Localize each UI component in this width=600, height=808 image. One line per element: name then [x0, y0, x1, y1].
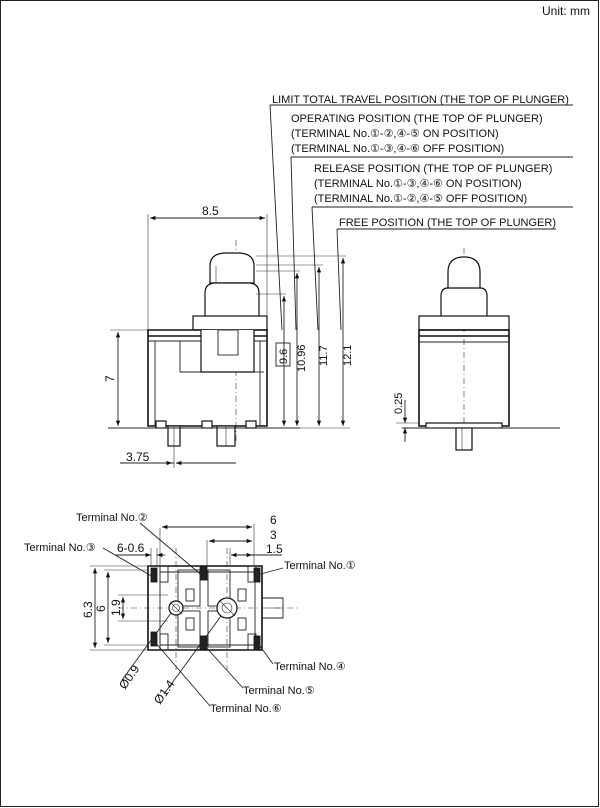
terminal-leaders [102, 522, 284, 707]
dim-pitch-total: 6 [270, 513, 277, 527]
terminal-3-label: Terminal No.③ [24, 542, 96, 554]
label-operating: OPERATING POSITION (THE TOP OF PLUNGER) [291, 113, 543, 125]
dim-terminal-offset: 3.75 [126, 450, 150, 464]
label-operating-off: (TERMINAL No.①-③,④-⑥ OFF POSITION) [291, 143, 504, 155]
label-operating-on: (TERMINAL No.①-②,④-⑤ ON POSITION) [291, 128, 499, 140]
label-release-on: (TERMINAL No.①-③,④-⑥ ON POSITION) [314, 178, 522, 190]
dim-outer-width: 6.3 [81, 601, 95, 618]
front-view [108, 240, 300, 447]
dim-release: 11.7 [318, 345, 330, 366]
terminal-2-label: Terminal No.② [76, 512, 148, 524]
bottom-dimensions [90, 524, 282, 695]
dim-slot: 6-0.6 [117, 541, 145, 555]
terminal-5-label: Terminal No.⑤ [243, 685, 315, 697]
unit-label: Unit: mm [542, 4, 590, 18]
dim-center: 1.9 [109, 599, 123, 616]
label-free: FREE POSITION (THE TOP OF PLUNGER) [339, 217, 556, 229]
side-view [396, 248, 560, 452]
dim-gap: 0.25 [393, 393, 405, 414]
dim-pitch-quarter: 1.5 [266, 542, 283, 556]
label-limit-total-travel: LIMIT TOTAL TRAVEL POSITION (THE TOP OF … [272, 94, 569, 106]
terminal-6-label: Terminal No.⑥ [210, 703, 282, 715]
dim-small-hole: Ø0.9 [116, 662, 143, 692]
dim-operating: 10.96 [296, 344, 308, 372]
dim-free: 12.1 [342, 345, 354, 366]
bottom-view [118, 548, 300, 670]
label-release-off: (TERMINAL No.①-②,④-⑤ OFF POSITION) [314, 193, 527, 205]
terminal-4-label: Terminal No.④ [274, 661, 346, 673]
dim-width: 8.5 [202, 204, 219, 218]
dim-height: 7 [103, 375, 117, 382]
dim-limit-travel: 9.6 [278, 349, 290, 364]
label-release: RELEASE POSITION (THE TOP OF PLUNGER) [314, 163, 552, 175]
position-leaders [269, 104, 573, 331]
front-dimensions [110, 214, 350, 468]
dim-pitch-half: 3 [270, 528, 277, 542]
terminal-1-label: Terminal No.① [284, 560, 356, 572]
dim-inner-width: 6 [94, 605, 108, 612]
